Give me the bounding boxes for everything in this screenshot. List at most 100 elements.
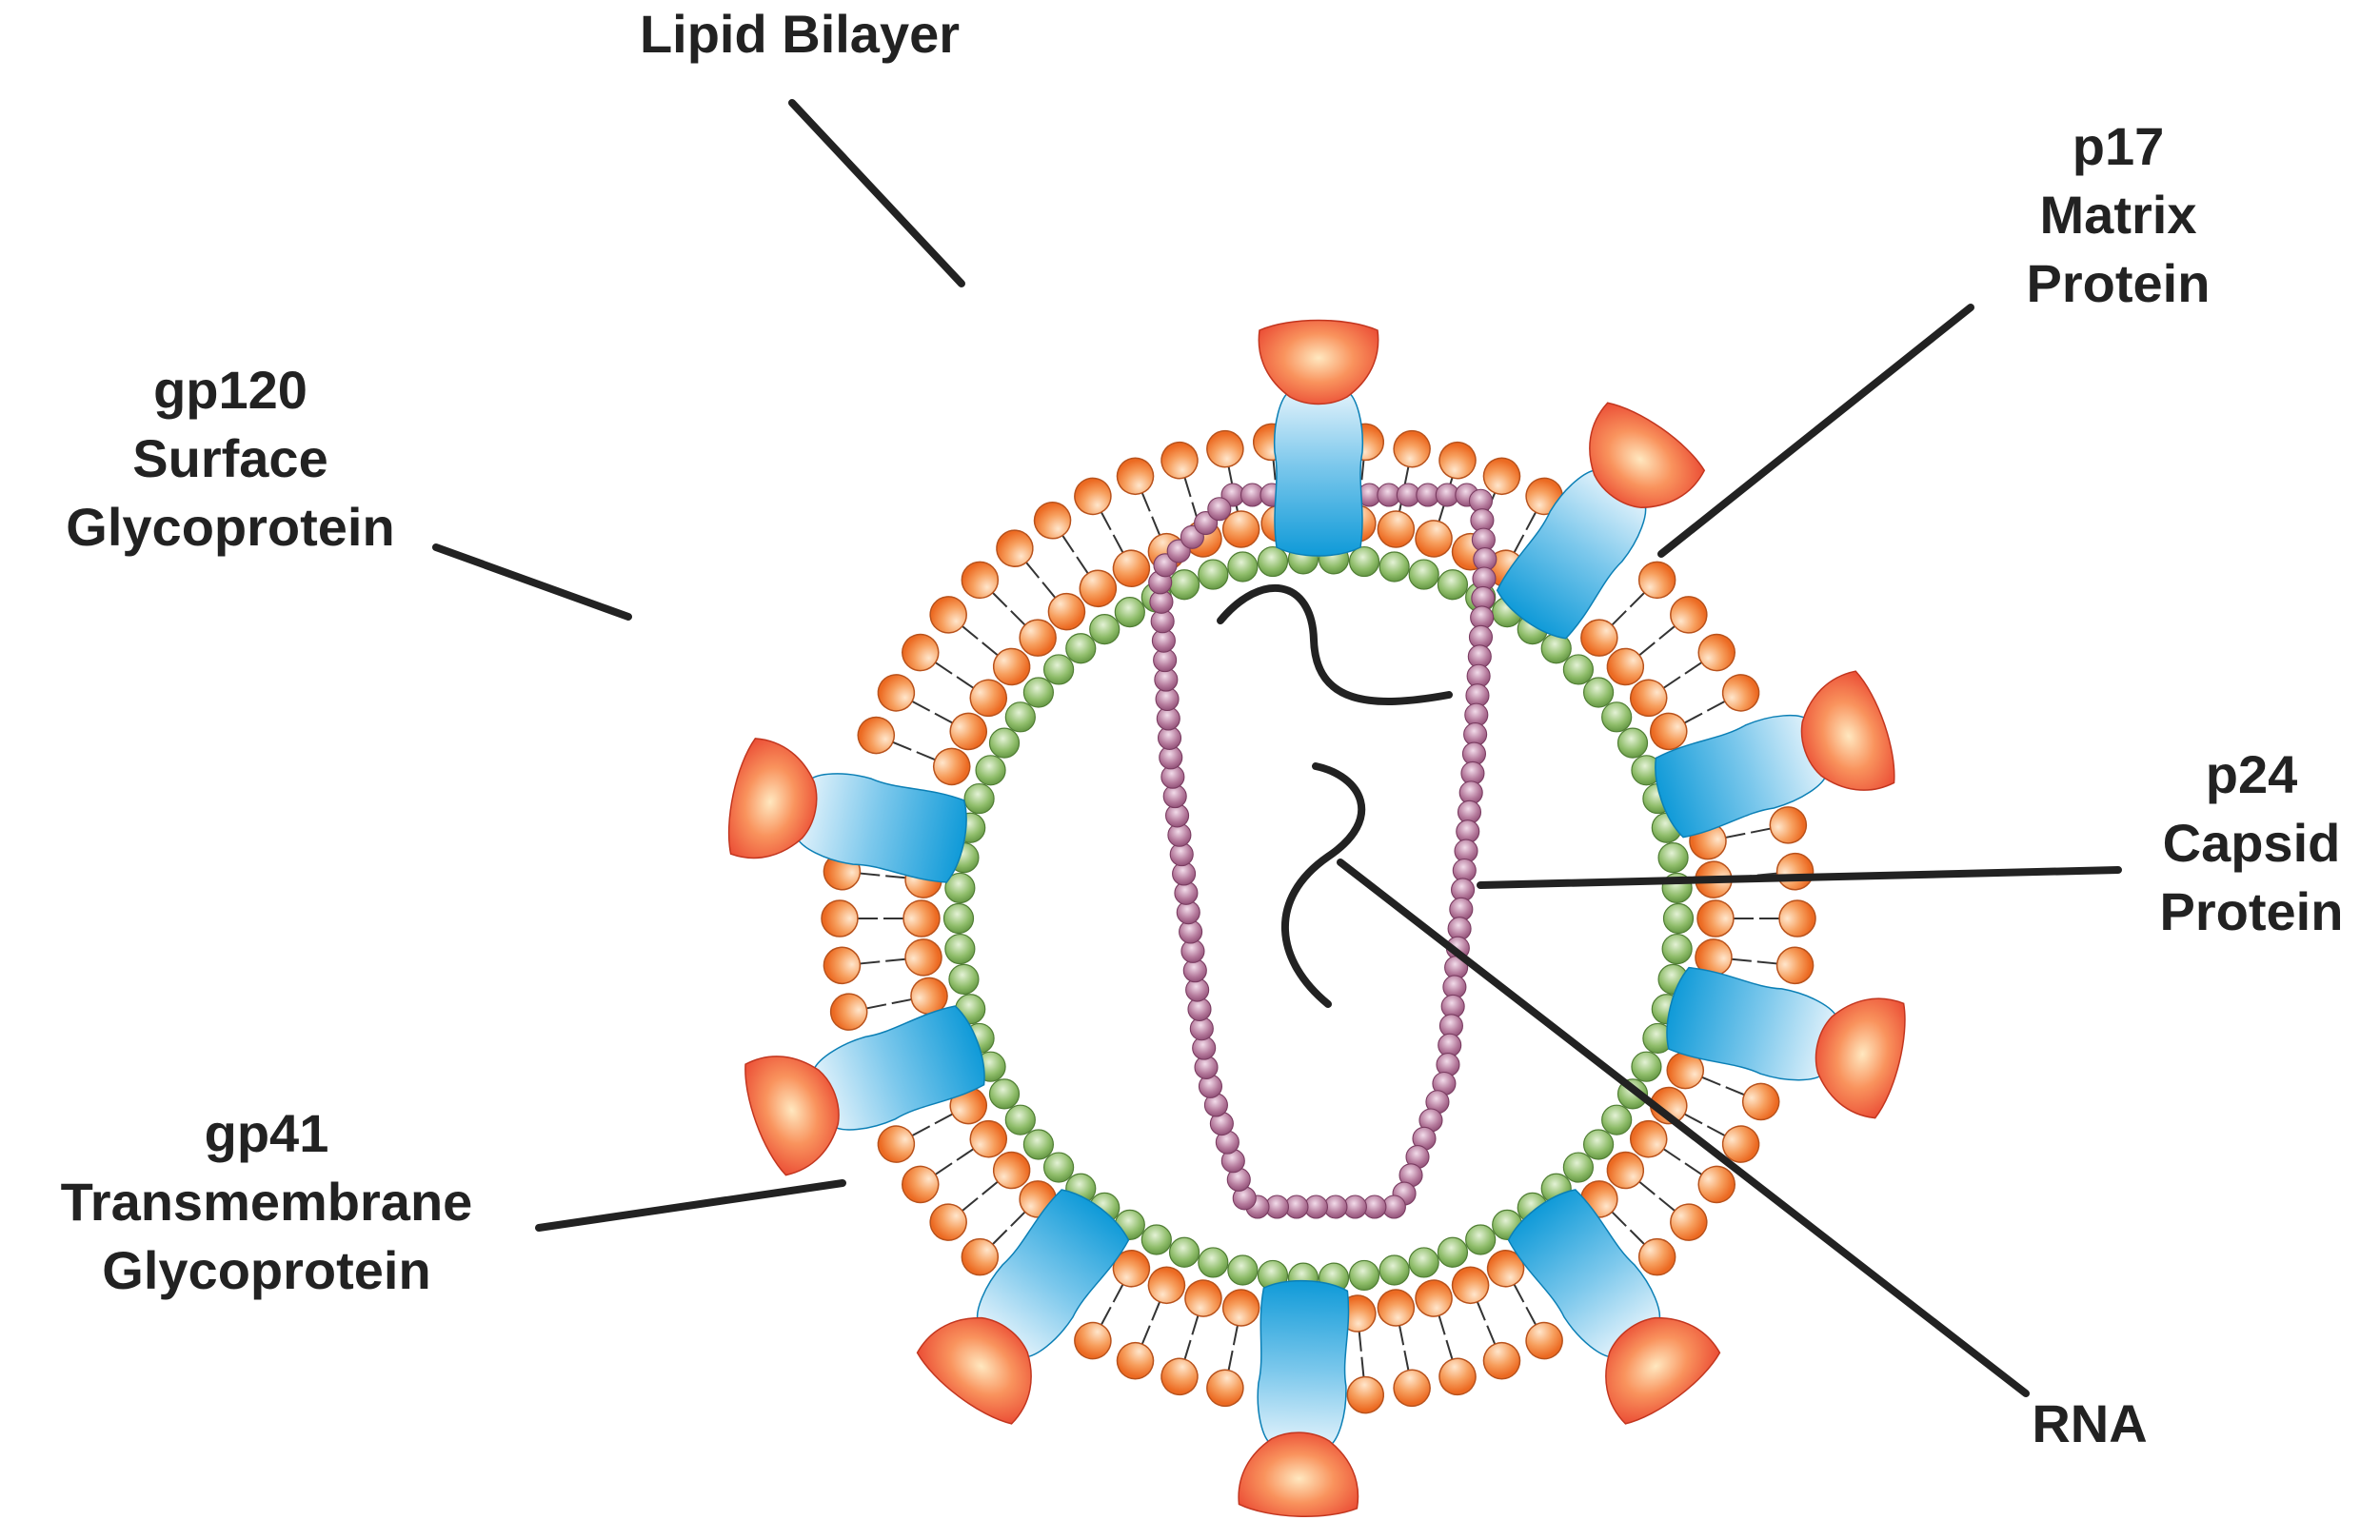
- lipid-tail: [1112, 534, 1124, 553]
- matrix-protein-bead: [1168, 1236, 1200, 1268]
- lipid-tail: [1358, 1331, 1362, 1352]
- lipid-molecule-pair: [929, 1151, 1031, 1241]
- gp120-surface-cap: [1589, 402, 1706, 509]
- lipid-head-outer: [996, 529, 1034, 567]
- lipid-tail: [1750, 827, 1771, 834]
- gp41-transmembrane-stem: [796, 773, 967, 883]
- lipid-molecule-pair: [821, 899, 941, 938]
- lipid-head-outer: [929, 596, 967, 634]
- lipid-molecule-pair: [1629, 1119, 1735, 1204]
- matrix-protein-bead: [944, 933, 976, 965]
- label-gp120-surface-glycoprotein: gp120 Surface Glycoprotein: [66, 360, 395, 557]
- leader-line-lipid-bilayer: [788, 99, 965, 287]
- envelope-glycoproteins: [727, 319, 1906, 1517]
- lipid-head-outer: [1116, 1341, 1155, 1380]
- lipid-head-outer: [1670, 1203, 1708, 1241]
- lipid-head-inner: [1606, 647, 1645, 686]
- matrix-protein-bead: [1089, 613, 1121, 645]
- lipid-tail: [1706, 700, 1726, 712]
- lipid-head-outer: [1438, 441, 1477, 480]
- matrix-protein-bead: [988, 727, 1021, 759]
- lipid-head-outer: [1697, 1165, 1735, 1204]
- lipid-tail: [982, 1180, 999, 1195]
- lipid-molecule-pair: [1033, 502, 1118, 608]
- lipid-head-inner: [1580, 619, 1618, 657]
- lipid-head-outer: [1393, 429, 1431, 468]
- lipid-head-outer: [1637, 1237, 1676, 1276]
- envelope-glycoprotein: [727, 738, 967, 883]
- lipid-tail: [1638, 1180, 1656, 1195]
- lipid-tail: [1658, 1196, 1676, 1212]
- matrix-protein-bead: [1043, 654, 1075, 685]
- lipid-head-inner: [1377, 510, 1416, 548]
- lipid-tail: [1010, 1211, 1026, 1227]
- lipid-tail: [934, 712, 953, 724]
- envelope-glycoprotein: [1507, 1189, 1721, 1425]
- gp41-transmembrane-stem: [1507, 1189, 1661, 1358]
- lipid-tail: [1658, 625, 1676, 641]
- matrix-protein-bead: [1198, 1247, 1229, 1278]
- matrix-protein-bead: [1601, 1104, 1633, 1135]
- lipid-tail: [1360, 460, 1365, 481]
- matrix-protein-bead: [1043, 1152, 1075, 1183]
- envelope-glycoprotein: [1258, 319, 1379, 557]
- lipid-tail: [1232, 1325, 1239, 1346]
- gp41-transmembrane-stem: [1655, 714, 1828, 839]
- lipid-head-outer: [929, 1203, 967, 1241]
- lipid-head-outer: [961, 561, 1000, 600]
- lipid-head-outer: [1074, 1321, 1112, 1360]
- envelope-glycoprotein: [1655, 670, 1895, 839]
- lipid-head-inner: [949, 712, 987, 751]
- leader-line-p17: [1657, 304, 1974, 558]
- lipid-molecule-pair: [877, 674, 987, 751]
- lipid-tail: [1684, 661, 1702, 675]
- lipid-tail: [1140, 492, 1151, 512]
- lipid-tail: [1445, 1339, 1454, 1360]
- lipid-head-inner: [969, 1119, 1008, 1158]
- matrix-protein-bead: [1662, 902, 1695, 935]
- lipid-molecule-pair: [1377, 429, 1431, 548]
- lipid-tail: [1100, 511, 1112, 531]
- lipid-head-outer: [1670, 596, 1708, 634]
- lipid-molecule-pair: [1486, 1250, 1563, 1360]
- gp120-surface-cap: [1800, 670, 1895, 791]
- rna-strand-lower: [1280, 762, 1366, 1008]
- lipid-head-outer: [877, 1125, 916, 1163]
- lipid-tail: [1100, 1306, 1112, 1326]
- gp41-transmembrane-stem: [1273, 390, 1364, 557]
- matrix-protein-bead: [1004, 1104, 1036, 1135]
- lipid-tail: [1513, 1284, 1525, 1303]
- lipid-tail: [1725, 1086, 1745, 1096]
- lipid-tail: [1513, 534, 1525, 553]
- lipid-tail: [1041, 582, 1057, 599]
- lipid-head-outer: [1482, 1341, 1521, 1380]
- lipid-molecule-pair: [1666, 1051, 1780, 1121]
- lipid-tail: [956, 1148, 975, 1161]
- matrix-protein-bead: [1198, 559, 1229, 590]
- matrix-protein-bead: [948, 963, 980, 995]
- lipid-head-inner: [1377, 1289, 1416, 1327]
- lipid-head-inner: [1650, 712, 1688, 751]
- matrix-protein-bead: [1437, 569, 1469, 601]
- lipid-molecule-pair: [829, 977, 948, 1031]
- gp120-surface-cap: [1605, 1316, 1721, 1425]
- matrix-protein-bead: [1562, 654, 1594, 685]
- lipid-tail: [1272, 460, 1277, 481]
- lipid-tail: [1701, 1076, 1721, 1086]
- lipid-head-outer: [877, 674, 916, 712]
- lipid-tail: [1151, 516, 1161, 536]
- lipid-tail: [1731, 958, 1752, 962]
- lipid-head-inner: [902, 899, 941, 938]
- envelope-glycoprotein: [1238, 1280, 1359, 1517]
- lipid-tail: [1191, 1314, 1200, 1335]
- lipid-head-inner: [1415, 520, 1453, 558]
- gp120-surface-cap: [1258, 319, 1379, 405]
- lipid-head-inner: [1184, 1279, 1222, 1317]
- matrix-protein-bead: [1378, 1254, 1410, 1286]
- lipid-head-outer: [1525, 1321, 1563, 1360]
- lipid-head-outer: [902, 633, 940, 672]
- matrix-protein-bead: [1022, 1129, 1055, 1160]
- lipid-tail: [1611, 1211, 1627, 1227]
- matrix-protein-bead: [1661, 933, 1693, 965]
